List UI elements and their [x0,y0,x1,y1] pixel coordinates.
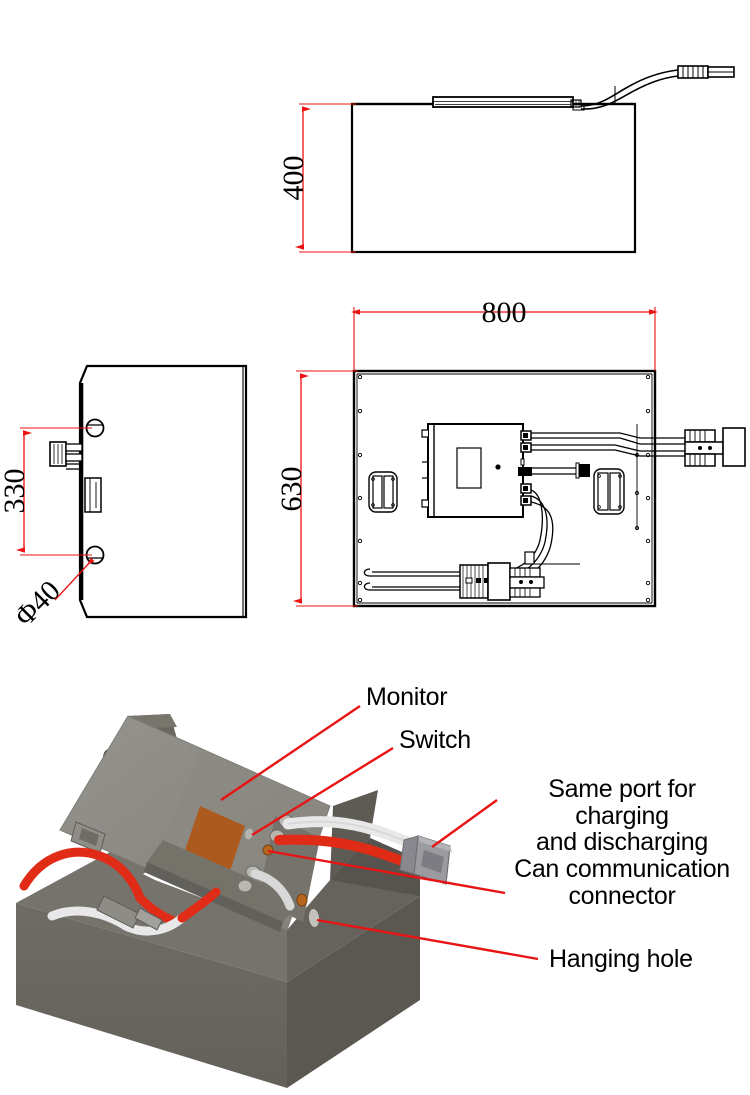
front-elevation-view: 400 [277,65,735,254]
hanging-hole-pin [308,909,320,927]
top-right-connector [684,427,746,467]
dimension-630: 630 [275,370,358,607]
callout-leaders [220,705,539,961]
dimension-330: 330 [0,427,92,556]
top-handle-right [593,468,625,515]
dimension-330-text: 330 [0,469,31,514]
top-cable-pair-upper [531,432,690,457]
leader-can-connector [267,849,506,895]
dimension-400: 400 [277,103,356,253]
callout-switch: Switch [399,726,471,754]
front-cable [572,69,679,111]
callout-can-connector: Can communication connector [514,855,730,910]
callout-hanging-hole: Hanging hole [549,945,693,973]
switch-pin [244,828,254,840]
battery-3d-render [16,714,452,1088]
callout-charge-port: Same port for charging and discharging [535,775,708,856]
side-connector-block [49,441,83,470]
top-can-cable [532,462,590,479]
top-bms-module [421,423,532,518]
main-cables [19,816,430,936]
dimension-400-text: 400 [277,156,310,201]
top-handle-left [368,471,398,513]
front-connector [677,65,735,79]
top-centerlines [635,424,639,530]
front-lid-module [432,96,574,108]
top-bms-terminals [518,430,532,506]
dimension-800-text: 800 [482,296,527,329]
leader-monitor [220,705,361,801]
top-plan-view: 800 630 [275,296,746,608]
left-side-elevation-view: 330 Φ40 [0,364,248,633]
callout-monitor: Monitor [366,683,448,711]
dimension-630-text: 630 [275,467,308,512]
side-switch-detail [84,477,102,513]
leader-switch [251,746,394,837]
top-plate-rivets [357,374,651,603]
leader-charge-port [431,799,498,848]
top-inline-connector [459,562,545,601]
dimension-800: 800 [351,296,658,371]
dimension-diameter-40-text: Φ40 [9,575,67,633]
charge-port-connector [399,835,452,885]
leader-hanging-hole [316,918,539,961]
